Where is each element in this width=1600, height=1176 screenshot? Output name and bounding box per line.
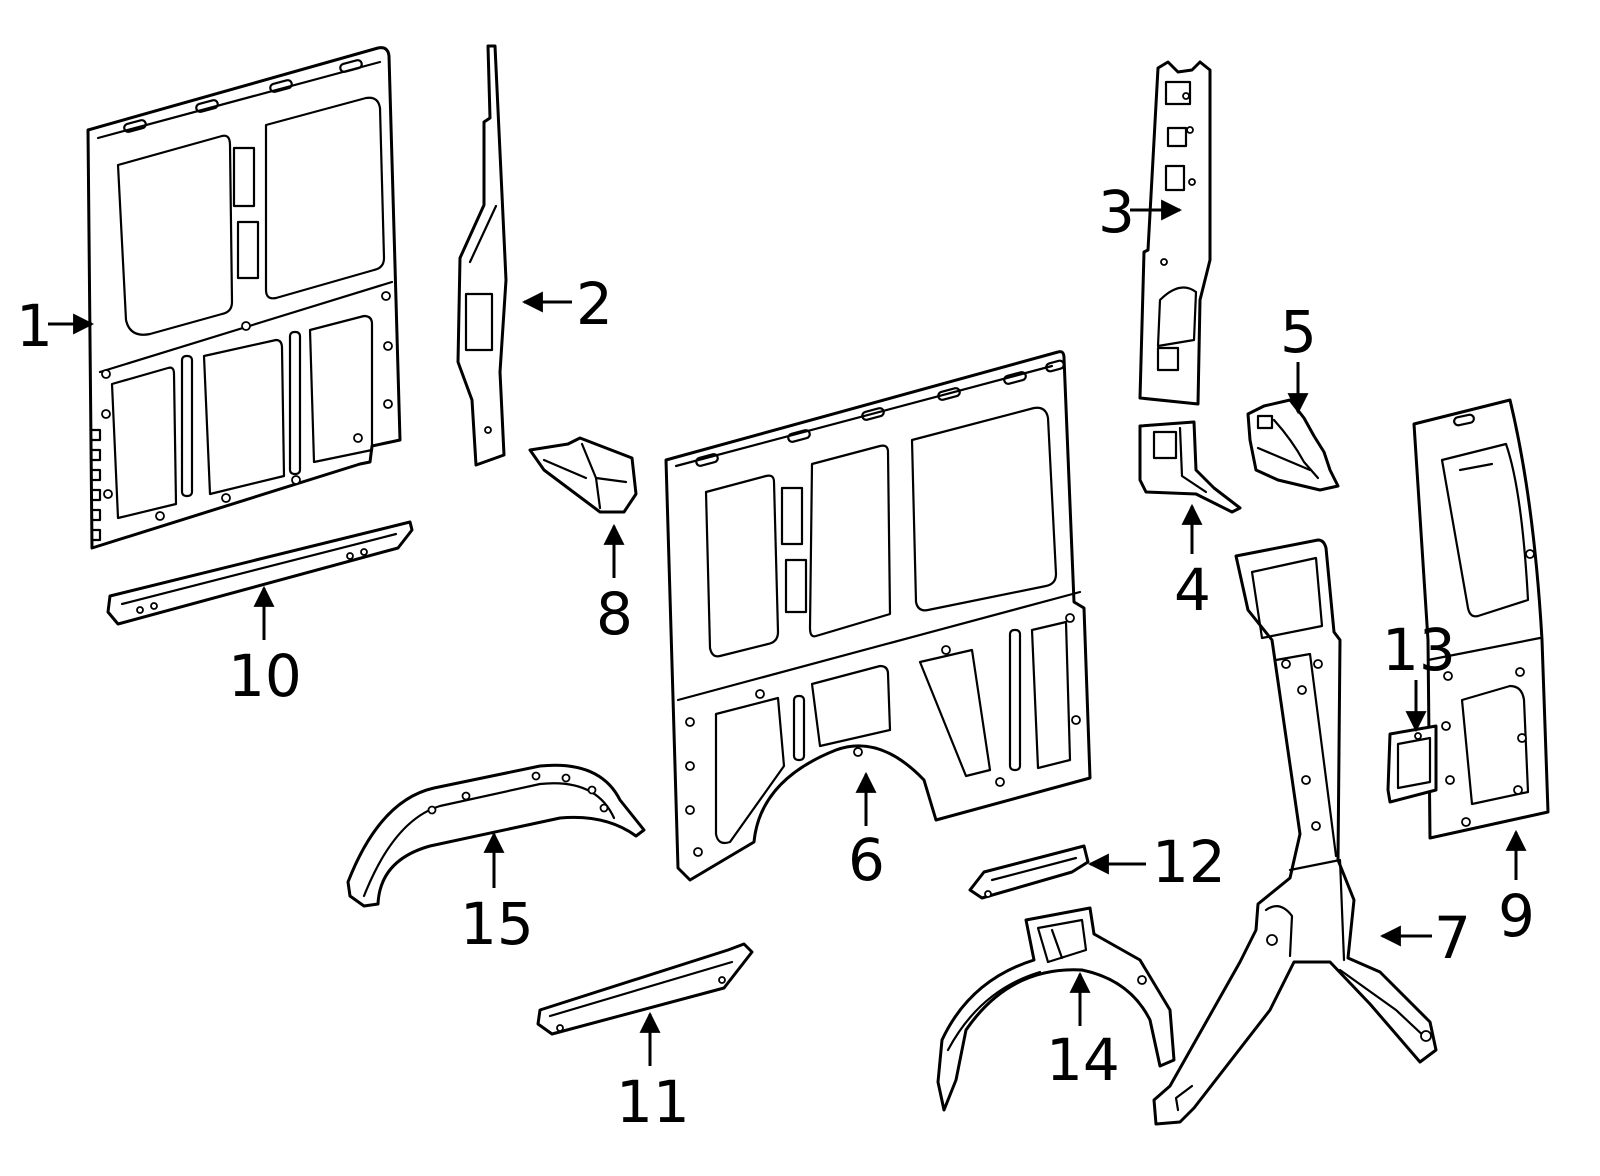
callout-6: 6 — [848, 826, 885, 894]
part-4-pillar-bracket[interactable] — [1138, 420, 1242, 514]
part-5-curved-bracket[interactable] — [1246, 398, 1340, 492]
part-14-inner-wheelhouse[interactable] — [936, 906, 1176, 1112]
part-9-rear-panel[interactable] — [1412, 398, 1550, 840]
leader-lines — [48, 199, 1527, 1066]
part-7-y-pillar[interactable] — [1152, 538, 1438, 1126]
part-12-small-rail[interactable] — [968, 844, 1090, 900]
callout-labels: 1 2 3 4 5 6 7 8 9 10 11 12 13 14 15 — [16, 178, 1535, 1136]
callout-8: 8 — [596, 580, 633, 648]
part-3-upper-pillar[interactable] — [1138, 60, 1212, 406]
part-15-outer-wheelhouse[interactable] — [346, 763, 646, 908]
callout-3: 3 — [1098, 178, 1135, 246]
part-13-small-plate[interactable] — [1386, 724, 1438, 804]
part-10-lower-rail[interactable] — [106, 520, 414, 626]
part-8-wheel-bracket[interactable] — [528, 436, 638, 514]
callout-14: 14 — [1046, 1026, 1120, 1094]
callout-2: 2 — [576, 270, 613, 338]
callout-11: 11 — [616, 1068, 690, 1136]
part-2-pillar-strip[interactable] — [456, 44, 508, 467]
part-6-main-side-panel[interactable] — [664, 350, 1092, 882]
part-11-lower-rail[interactable] — [536, 942, 754, 1036]
callout-9: 9 — [1498, 882, 1535, 950]
callout-15: 15 — [460, 890, 534, 958]
callout-10: 10 — [228, 642, 302, 710]
callout-13: 13 — [1382, 616, 1456, 684]
callout-1: 1 — [16, 292, 53, 360]
callout-4: 4 — [1174, 556, 1211, 624]
callout-7: 7 — [1434, 904, 1471, 972]
part-1-side-panel[interactable] — [86, 46, 402, 550]
callout-12: 12 — [1152, 828, 1226, 896]
callout-5: 5 — [1280, 298, 1317, 366]
